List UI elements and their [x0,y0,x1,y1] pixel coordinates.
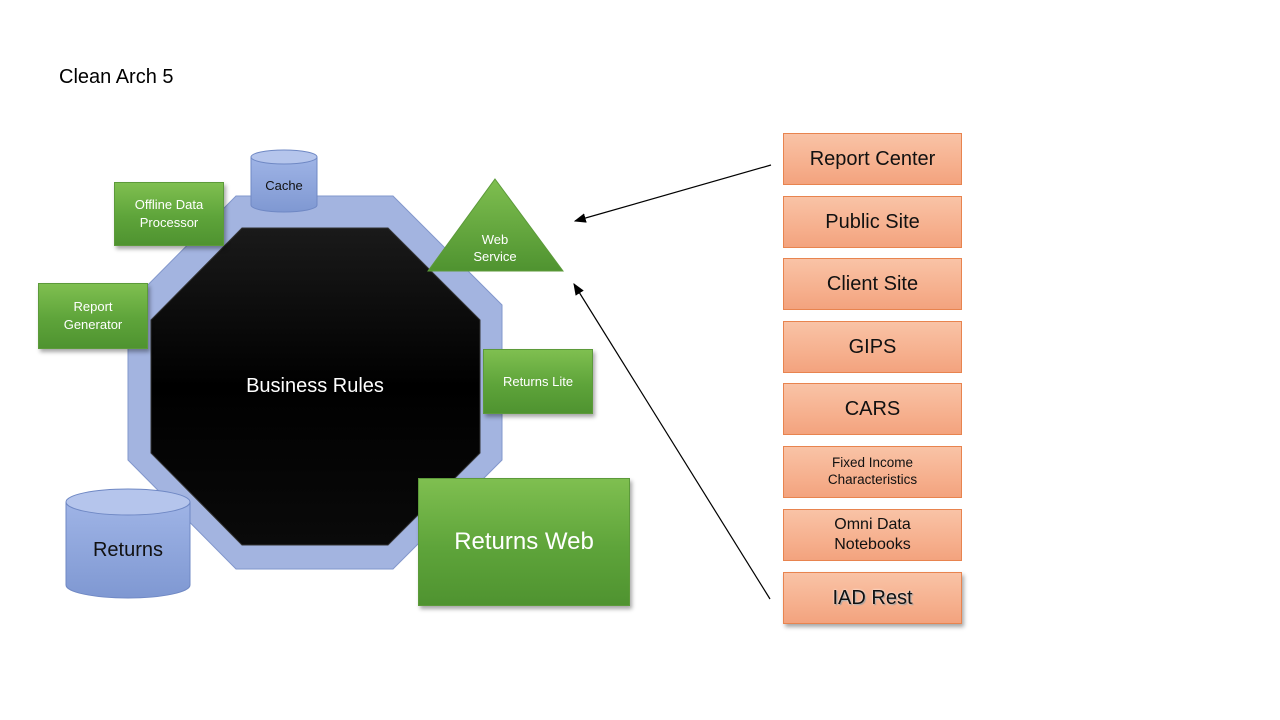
returns-web-box: Returns Web [418,478,630,606]
arrow-iad-rest-to-web-service [573,282,771,600]
business-rules-label: Business Rules [246,374,384,397]
client-cars: CARS [783,383,962,435]
cache-database-icon [250,149,318,213]
client-omni-data-notebooks: Omni Data Notebooks [783,509,962,561]
report-generator-label: Report Generator [63,298,123,332]
returns-lite-box: Returns Lite [483,349,593,414]
arrow-report-center-to-web-service [573,164,772,223]
client-report-center: Report Center [783,133,962,185]
client-public-site: Public Site [783,196,962,248]
client-fixed-income-characteristics: Fixed Income Characteristics [783,446,962,498]
report-generator-box: Report Generator [38,283,148,349]
offline-data-processor-box: Offline Data Processor [114,182,224,246]
returns-database-icon [65,488,191,599]
web-service-triangle [427,178,564,272]
web-service-label: Web Service [473,232,517,264]
cache-label: Cache [265,177,303,193]
offline-data-processor-label: Offline Data Processor [134,196,204,230]
client-fixed-income-label: Fixed Income Characteristics [827,455,918,487]
business-rules-core [150,227,481,546]
client-client-site: Client Site [783,258,962,310]
client-gips: GIPS [783,321,962,373]
returns-label: Returns [92,538,164,561]
client-iad-rest: IAD Rest [783,572,962,624]
page-title: Clean Arch 5 [59,66,174,88]
returns-web-label: Returns Web [454,528,594,555]
client-omni-data-label: Omni Data Notebooks [834,516,911,553]
returns-lite-label: Returns Lite [502,374,574,389]
